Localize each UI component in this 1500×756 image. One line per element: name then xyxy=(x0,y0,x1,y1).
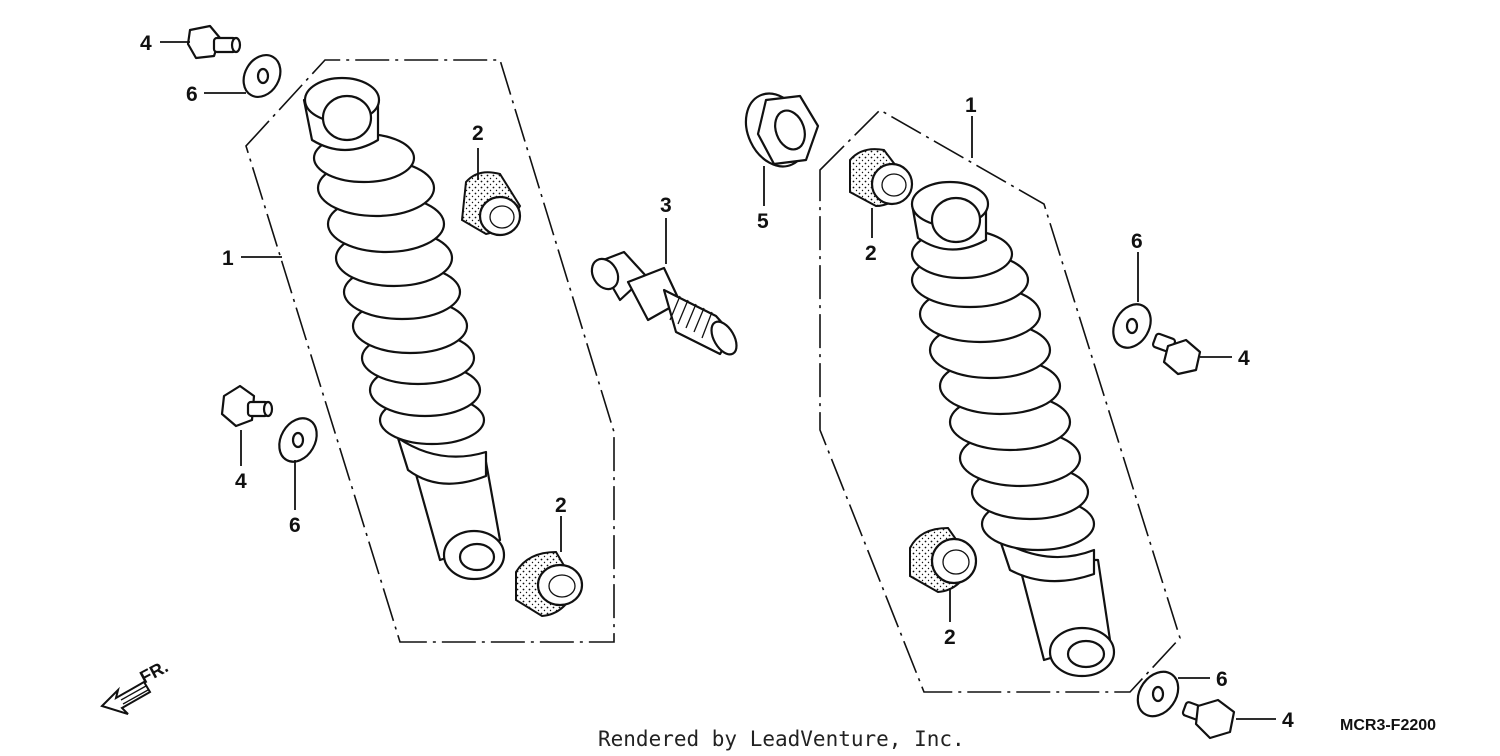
arrow-icon xyxy=(100,680,152,715)
left-washer-bottom[interactable] xyxy=(272,412,324,469)
right-bushing-bottom[interactable] xyxy=(909,526,978,594)
callout-right-bushing-bottom: 2 xyxy=(944,626,956,649)
right-shock-group: 1 2 6 4 2 6 4 xyxy=(819,94,1294,740)
callout-left-bolt-bottom: 4 xyxy=(235,470,247,493)
callout-right-bushing-top: 2 xyxy=(865,242,877,265)
right-shock-spring xyxy=(910,228,1096,552)
callout-right-shock: 1 xyxy=(965,94,977,117)
stud-bolt[interactable] xyxy=(587,250,742,359)
render-credit: Rendered by LeadVenture, Inc. xyxy=(598,727,965,751)
left-bushing-bottom[interactable] xyxy=(515,550,584,618)
callout-left-shock: 1 xyxy=(222,247,234,270)
left-shock-spring xyxy=(312,132,486,446)
right-shock-outline xyxy=(819,109,1181,693)
left-shock-absorber[interactable] xyxy=(302,76,506,581)
left-shock-outline xyxy=(245,59,615,643)
callout-nut: 5 xyxy=(757,210,769,233)
left-washer-top[interactable] xyxy=(236,48,287,103)
left-bushing-top[interactable] xyxy=(460,171,522,237)
right-bolt-mid[interactable] xyxy=(1151,332,1202,376)
right-washer-mid[interactable] xyxy=(1106,298,1158,355)
left-shock-group: 4 6 1 2 4 6 2 xyxy=(140,24,615,643)
left-bolt-bottom[interactable] xyxy=(220,384,274,428)
callout-left-washer-bottom: 6 xyxy=(289,514,301,537)
drawing-code: MCR3-F2200 xyxy=(1340,717,1436,734)
callout-left-washer-top: 6 xyxy=(186,83,198,106)
flange-nut[interactable] xyxy=(735,84,820,177)
callout-right-washer-mid: 6 xyxy=(1131,230,1143,253)
left-bolt-top[interactable] xyxy=(186,24,242,60)
callout-left-bushing-top: 2 xyxy=(472,122,484,145)
callout-stud: 3 xyxy=(660,194,672,217)
callout-left-bushing-bottom: 2 xyxy=(555,494,567,517)
right-washer-bottom[interactable] xyxy=(1129,664,1186,724)
callout-right-washer-bottom: 6 xyxy=(1216,668,1228,691)
front-direction-arrow: FR. xyxy=(100,656,171,715)
right-bushing-top[interactable] xyxy=(849,148,914,208)
callout-right-bolt-bottom: 4 xyxy=(1282,709,1294,732)
callout-left-bolt-top: 4 xyxy=(140,32,152,55)
callout-right-bolt-mid: 4 xyxy=(1238,347,1250,370)
right-bolt-bottom[interactable] xyxy=(1181,698,1236,740)
right-shock-absorber[interactable] xyxy=(910,180,1116,678)
